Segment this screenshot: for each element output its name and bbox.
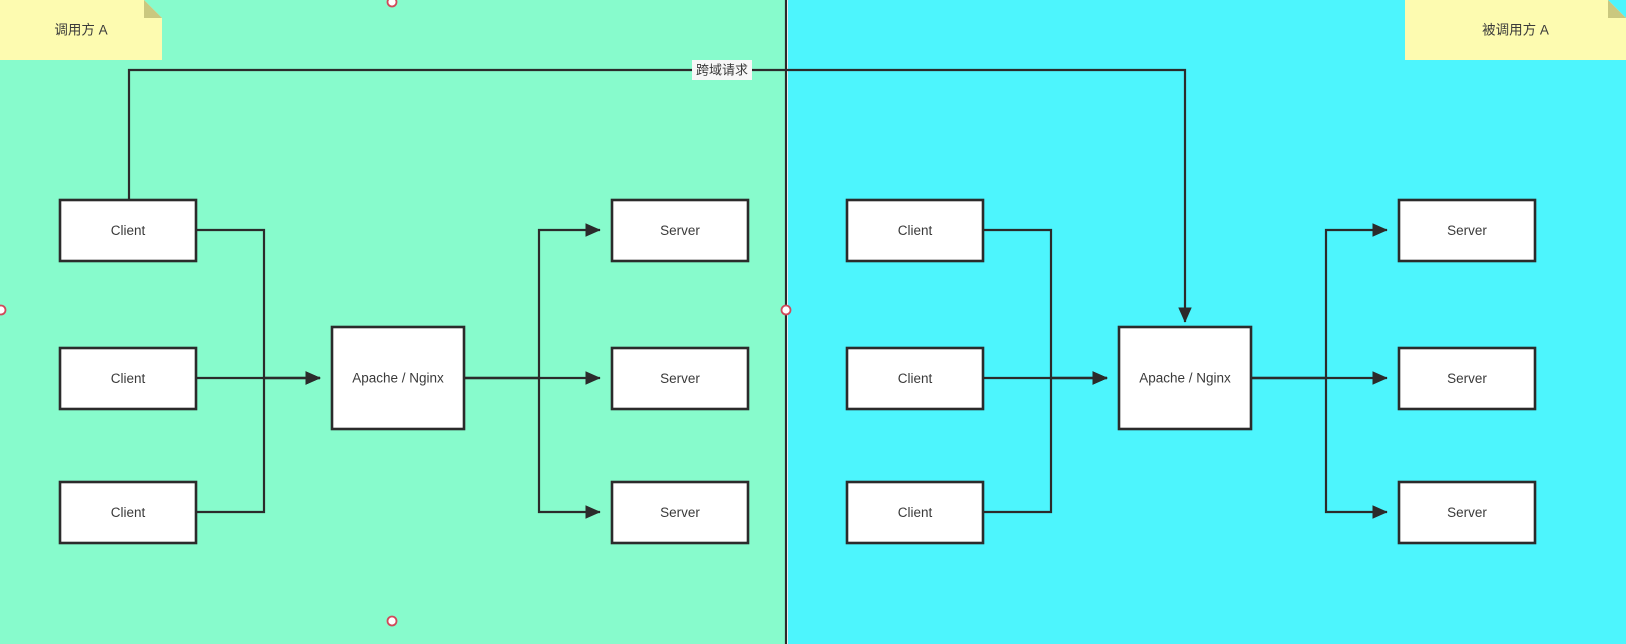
node-box[interactable] — [58, 346, 198, 411]
node-r-server-3[interactable]: Server — [1397, 480, 1537, 545]
node-box[interactable] — [845, 346, 985, 411]
caller-zone[interactable] — [0, 0, 786, 644]
node-l-client-3[interactable]: Client — [58, 480, 198, 545]
note-body[interactable] — [1405, 0, 1626, 60]
node-r-proxy[interactable]: Apache / Nginx — [1117, 325, 1253, 431]
left-proxy-to-server-3[interactable] — [464, 376, 601, 519]
node-r-client-2[interactable]: Client — [845, 346, 985, 411]
node-l-server-1[interactable]: Server — [610, 198, 750, 263]
edges-layer — [127, 68, 1388, 519]
node-box[interactable] — [845, 198, 985, 263]
node-label: Client — [111, 505, 146, 520]
resize-handle-top[interactable] — [386, 0, 398, 8]
node-r-server-2[interactable]: Server — [1397, 346, 1537, 411]
node-box[interactable] — [610, 198, 750, 263]
node-label: Server — [660, 371, 700, 386]
node-label: Client — [111, 223, 146, 238]
note-label: 调用方 A — [54, 23, 107, 38]
edge-label-background — [692, 60, 752, 80]
node-label: Server — [1447, 371, 1487, 386]
note-note-callee[interactable]: 被调用方 A — [1405, 0, 1626, 60]
node-label: Server — [1447, 505, 1487, 520]
node-l-client-1[interactable]: Client — [58, 198, 198, 263]
selection-handles-layer — [0, 0, 792, 627]
callee-zone[interactable] — [788, 0, 1626, 644]
node-label: Server — [660, 505, 700, 520]
node-box[interactable] — [1397, 198, 1537, 263]
node-box[interactable] — [58, 480, 198, 545]
node-label: Client — [898, 371, 933, 386]
note-fold-corner-icon — [1608, 0, 1626, 18]
resize-handle-bottom[interactable] — [386, 615, 398, 627]
edge-label-text: 跨域请求 — [696, 63, 748, 78]
node-box[interactable] — [610, 346, 750, 411]
node-l-server-2[interactable]: Server — [610, 346, 750, 411]
node-l-client-2[interactable]: Client — [58, 346, 198, 411]
node-label: Client — [111, 371, 146, 386]
node-label: Client — [898, 223, 933, 238]
node-box[interactable] — [610, 480, 750, 545]
label-cross-domain[interactable]: 跨域请求 — [692, 60, 752, 80]
node-label: Apache / Nginx — [1139, 371, 1231, 386]
resize-handle-left[interactable] — [0, 304, 7, 316]
node-box[interactable] — [1117, 325, 1253, 431]
node-box[interactable] — [330, 325, 466, 431]
note-note-caller[interactable]: 调用方 A — [0, 0, 162, 60]
node-l-proxy[interactable]: Apache / Nginx — [330, 325, 466, 431]
left-client-3-to-proxy[interactable] — [196, 371, 321, 514]
node-l-server-3[interactable]: Server — [610, 480, 750, 545]
node-box[interactable] — [58, 198, 198, 263]
note-body[interactable] — [0, 0, 162, 60]
right-client-3-to-proxy[interactable] — [983, 371, 1108, 514]
node-box[interactable] — [845, 480, 985, 545]
node-label: Server — [660, 223, 700, 238]
node-box[interactable] — [1397, 480, 1537, 545]
edge-labels-layer: 跨域请求 — [692, 60, 752, 80]
node-r-client-3[interactable]: Client — [845, 480, 985, 545]
node-label: Server — [1447, 223, 1487, 238]
note-label: 被调用方 A — [1482, 23, 1549, 38]
node-label: Apache / Nginx — [352, 371, 444, 386]
cross-domain-request[interactable] — [127, 68, 1192, 323]
node-r-server-1[interactable]: Server — [1397, 198, 1537, 263]
node-box[interactable] — [1397, 346, 1537, 411]
right-proxy-to-server-3[interactable] — [1251, 376, 1388, 519]
resize-handle-right[interactable] — [780, 304, 792, 316]
note-fold-corner-icon — [144, 0, 162, 18]
node-r-client-1[interactable]: Client — [845, 198, 985, 263]
node-label: Client — [898, 505, 933, 520]
notes-layer: 调用方 A 被调用方 A — [0, 0, 1626, 60]
